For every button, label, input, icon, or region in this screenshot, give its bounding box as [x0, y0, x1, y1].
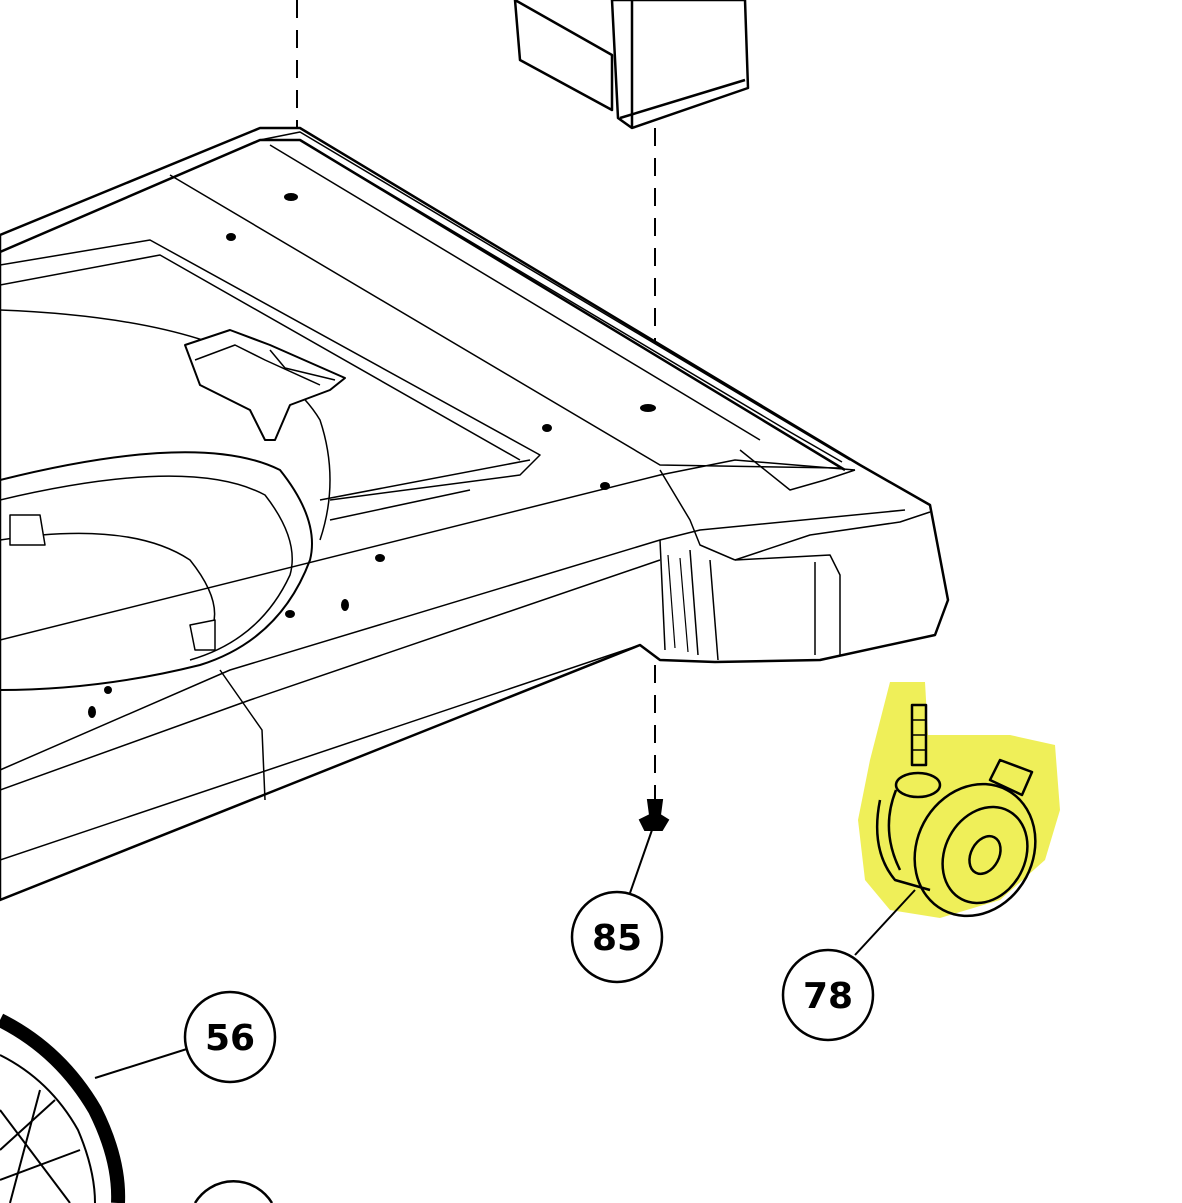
hole	[542, 424, 552, 432]
upright-post	[513, 0, 750, 130]
rear-wheel-56	[0, 1013, 126, 1203]
hole	[104, 686, 112, 694]
callout-78: 78	[781, 948, 875, 1042]
callout-label: 56	[205, 1018, 255, 1059]
callout-label: 85	[592, 918, 642, 959]
mounting-holes	[88, 193, 656, 718]
hole	[640, 404, 656, 412]
hole	[226, 233, 236, 241]
leader-line-56	[94, 1047, 191, 1079]
leader-line-85	[629, 829, 653, 894]
callout-label: 78	[803, 976, 853, 1017]
hole	[285, 610, 295, 618]
caster-wheel-78	[875, 703, 1037, 918]
callout-circle	[570, 890, 664, 984]
hole	[284, 193, 298, 201]
callout-circle	[183, 990, 277, 1084]
hole	[341, 599, 349, 611]
hole	[375, 554, 385, 562]
partial-callout-circle	[193, 1180, 274, 1203]
callout-circle	[781, 948, 875, 1042]
callout-56: 56	[183, 990, 277, 1084]
callout-85: 85	[570, 890, 664, 984]
base-tray	[0, 126, 950, 902]
hole	[600, 482, 610, 490]
leader-line-78	[854, 889, 916, 956]
caster-highlight	[858, 682, 1060, 918]
hole	[88, 706, 96, 718]
leader-lines	[94, 829, 916, 1079]
screw-85	[638, 799, 670, 831]
